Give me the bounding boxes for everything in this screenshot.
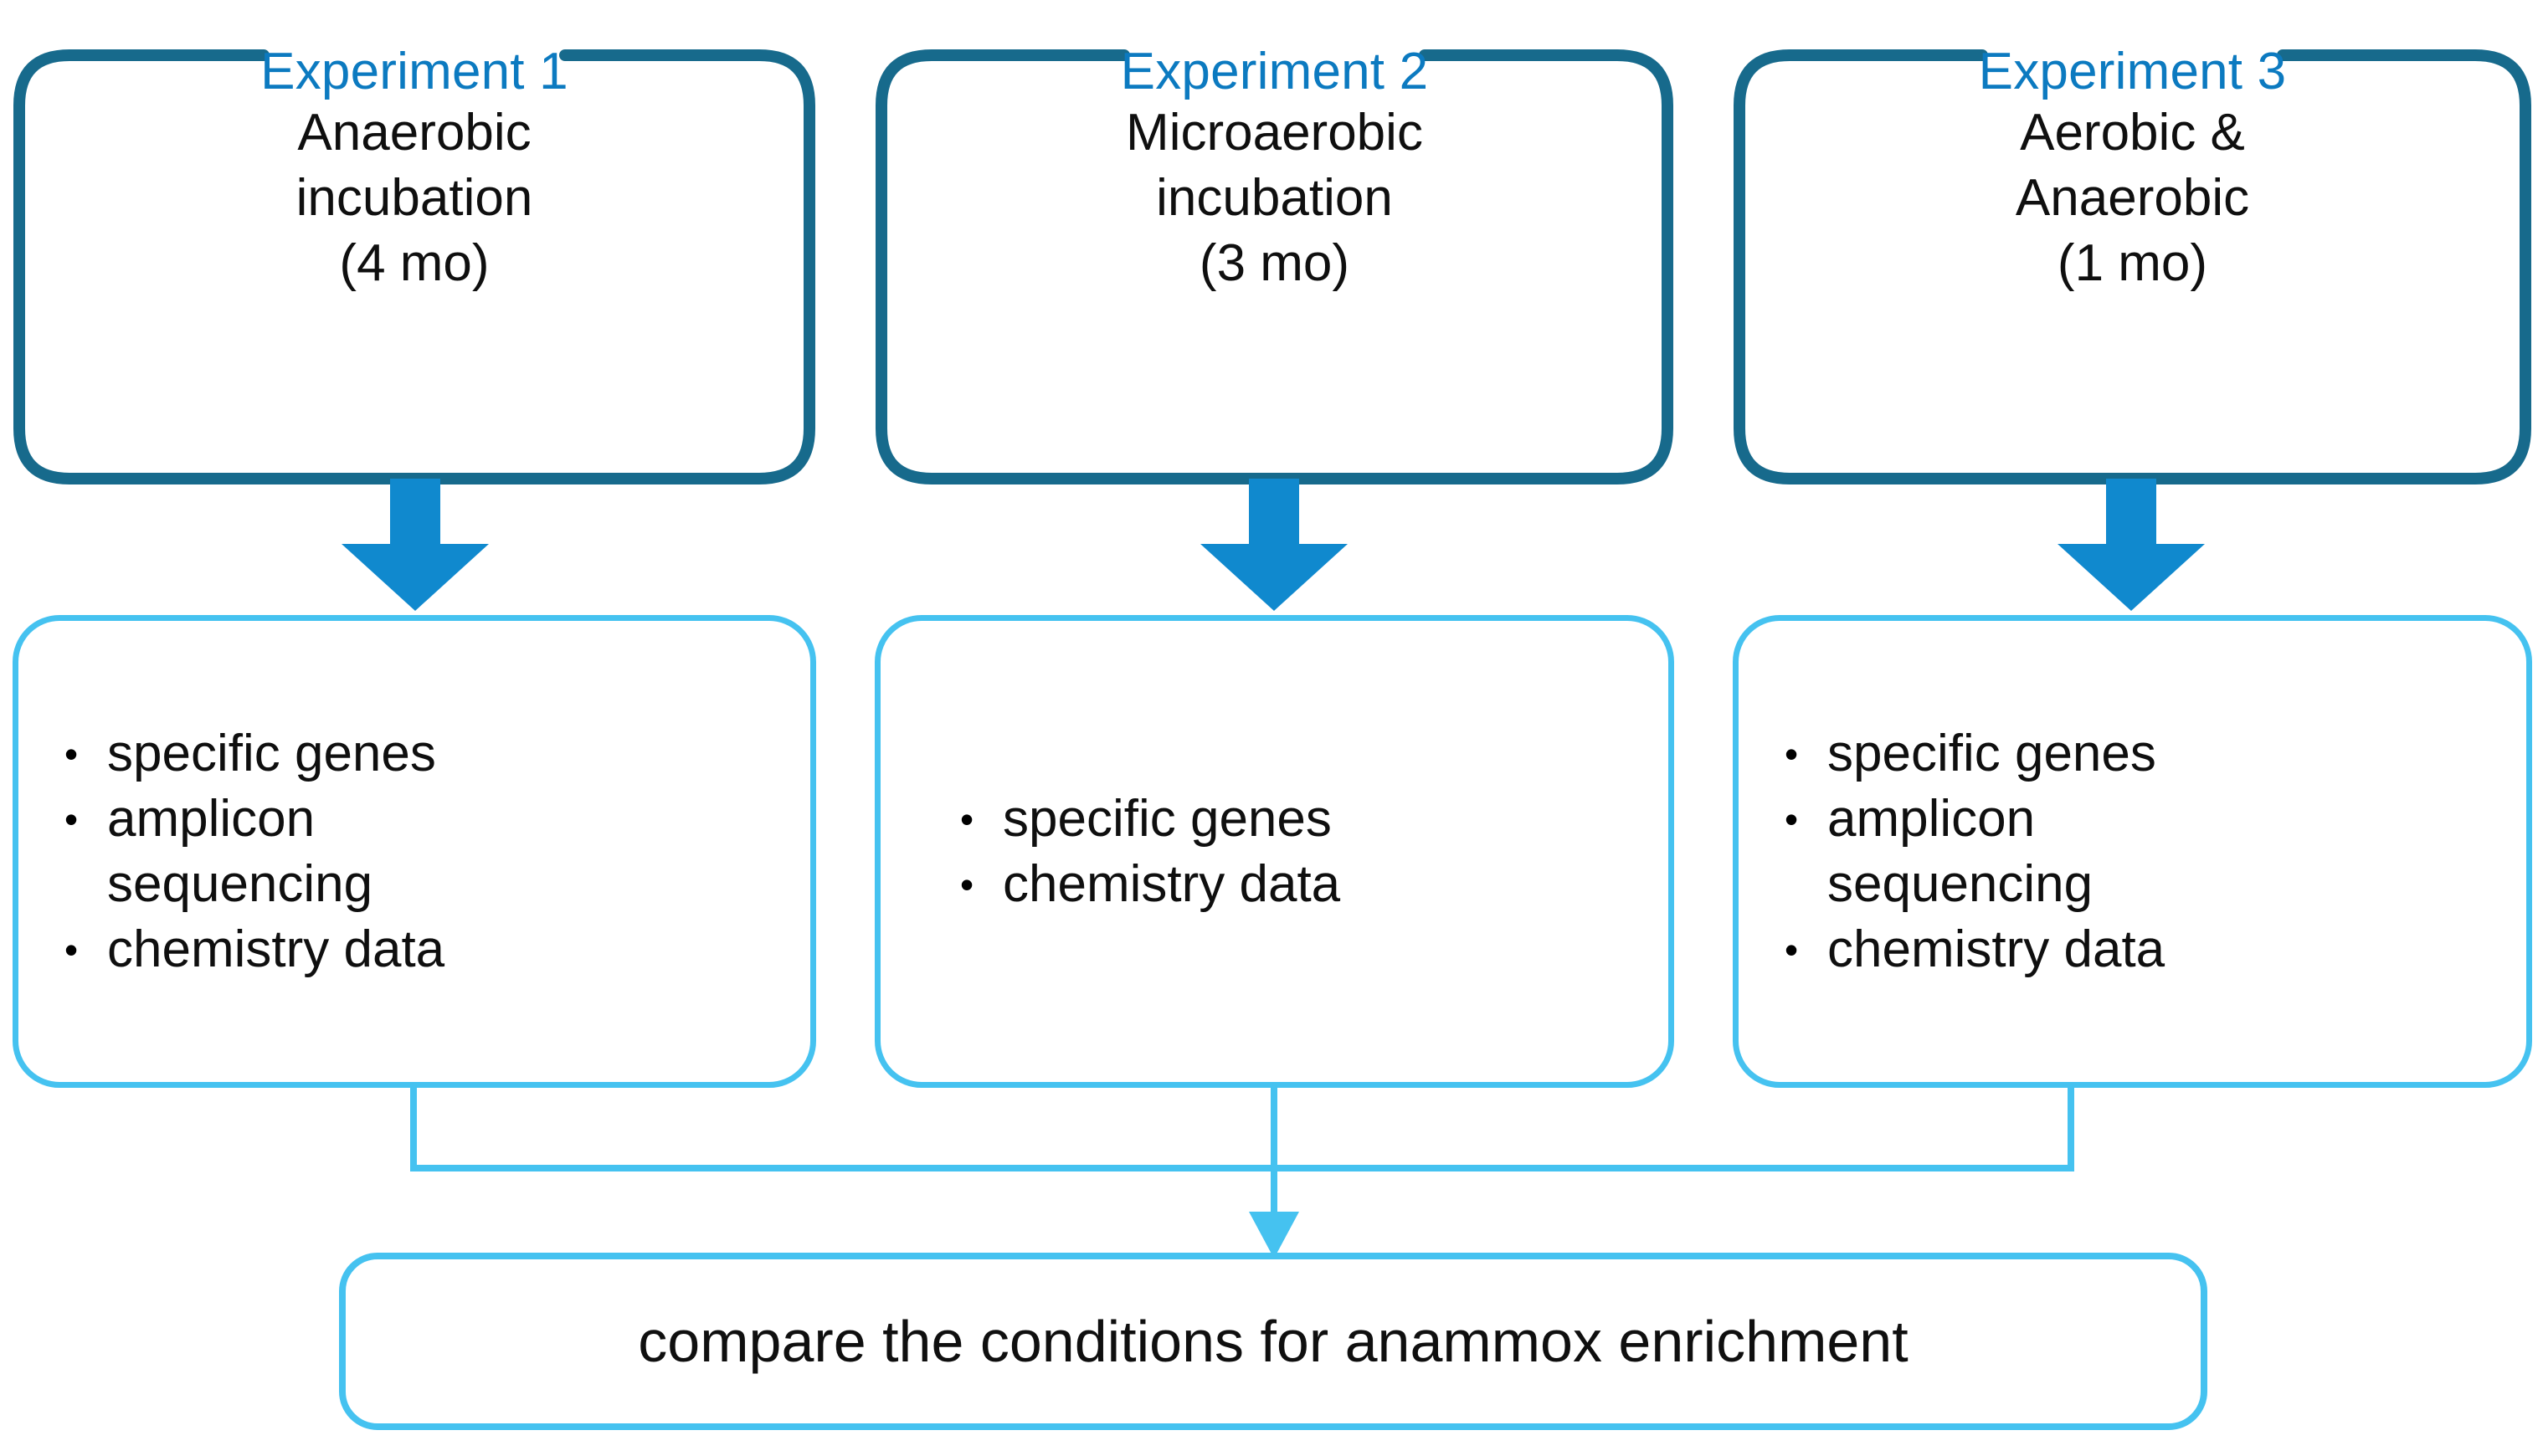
down-block-arrow-icon-2: [1200, 479, 1348, 611]
results-item-label: chemistry data: [107, 917, 775, 982]
results-item-line: chemistry data: [1827, 920, 2165, 978]
results-item-label: chemistry data: [1827, 917, 2493, 982]
bullet-icon: •: [64, 797, 79, 841]
results-item-line: sequencing: [1827, 854, 2093, 913]
bullet-icon: •: [1784, 927, 1799, 972]
results-item: • amplicon sequencing: [1755, 787, 2493, 917]
experiment-condition-3-line-3: (1 mo): [2057, 234, 2208, 292]
bullet-icon: •: [1784, 797, 1799, 841]
results-item-line: chemistry data: [107, 920, 445, 978]
experiment-box-2[interactable]: Experiment 2 Microaerobic incubation (3 …: [875, 43, 1674, 485]
experiment-condition-2-line-2: incubation: [1156, 169, 1393, 227]
results-list-1-wrap: • specific genes • amplicon sequencing •: [18, 721, 810, 982]
results-list-1: • specific genes • amplicon sequencing •: [35, 721, 775, 982]
results-item: • specific genes: [1755, 721, 2493, 787]
results-box-1[interactable]: • specific genes • amplicon sequencing •: [13, 615, 816, 1088]
results-item-label: specific genes: [1003, 787, 1635, 852]
results-list-2-wrap: • specific genes • chemistry data: [881, 787, 1668, 917]
experiment-condition-2-line-1: Microaerobic: [1126, 104, 1423, 161]
results-item-label: chemistry data: [1003, 852, 1635, 917]
results-list-2: • specific genes • chemistry data: [931, 787, 1635, 917]
results-item: • specific genes: [931, 787, 1635, 852]
experiment-title-3: Experiment 3: [1978, 43, 2287, 100]
results-box-2[interactable]: • specific genes • chemistry data: [875, 615, 1674, 1088]
results-box-3[interactable]: • specific genes • amplicon sequencing •: [1733, 615, 2532, 1088]
results-item: • chemistry data: [35, 917, 775, 982]
results-item-label: specific genes: [107, 721, 775, 787]
results-item-line: sequencing: [107, 854, 373, 913]
conclusion-box[interactable]: compare the conditions for anammox enric…: [339, 1253, 2207, 1430]
results-item: • chemistry data: [931, 852, 1635, 917]
results-list-3-wrap: • specific genes • amplicon sequencing •: [1739, 721, 2526, 982]
bullet-icon: •: [959, 862, 974, 906]
down-line-arrow-icon: [1249, 1212, 1299, 1259]
experiment-title-2: Experiment 2: [1120, 43, 1429, 100]
results-item-line: specific genes: [107, 724, 436, 782]
experiment-title-1: Experiment 1: [260, 43, 568, 100]
results-list-3: • specific genes • amplicon sequencing •: [1755, 721, 2493, 982]
experiment-condition-2-line-3: (3 mo): [1199, 234, 1350, 292]
connector-horizontal-bar: [410, 1165, 2074, 1171]
results-item-line: amplicon: [1827, 789, 2036, 848]
results-item-label: amplicon sequencing: [107, 787, 775, 917]
connector-vertical-center: [1271, 1088, 1277, 1238]
results-item-label: amplicon sequencing: [1827, 787, 2493, 917]
results-item-label: specific genes: [1827, 721, 2493, 787]
experiment-condition-2: Microaerobic incubation (3 mo): [875, 100, 1674, 296]
experiment-condition-1-line-1: Anaerobic: [297, 104, 532, 161]
experiment-box-3[interactable]: Experiment 3 Aerobic & Anaerobic (1 mo): [1733, 43, 2532, 485]
results-item: • specific genes: [35, 721, 775, 787]
connector-vertical-right: [2068, 1088, 2074, 1171]
experiment-condition-1: Anaerobic incubation (4 mo): [13, 100, 816, 296]
results-item-line: specific genes: [1827, 724, 2156, 782]
down-block-arrow-icon-1: [342, 479, 489, 611]
experiment-condition-1-line-3: (4 mo): [339, 234, 490, 292]
connector-vertical-left: [410, 1088, 417, 1171]
experiment-condition-1-line-2: incubation: [295, 169, 533, 227]
bullet-icon: •: [64, 927, 79, 972]
conclusion-text: compare the conditions for anammox enric…: [638, 1309, 1909, 1374]
down-block-arrow-icon-3: [2058, 479, 2205, 611]
results-item: • amplicon sequencing: [35, 787, 775, 917]
experiment-condition-3-line-1: Aerobic &: [2020, 104, 2245, 161]
results-item-line: specific genes: [1003, 789, 1332, 848]
results-item: • chemistry data: [1755, 917, 2493, 982]
results-item-line: chemistry data: [1003, 854, 1341, 913]
bullet-icon: •: [959, 797, 974, 841]
results-item-line: amplicon: [107, 789, 316, 848]
experiment-box-1[interactable]: Experiment 1 Anaerobic incubation (4 mo): [13, 43, 816, 485]
experiment-condition-3-line-2: Anaerobic: [2015, 169, 2250, 227]
bullet-icon: •: [64, 731, 79, 776]
experiment-condition-3: Aerobic & Anaerobic (1 mo): [1733, 100, 2532, 296]
bullet-icon: •: [1784, 731, 1799, 776]
